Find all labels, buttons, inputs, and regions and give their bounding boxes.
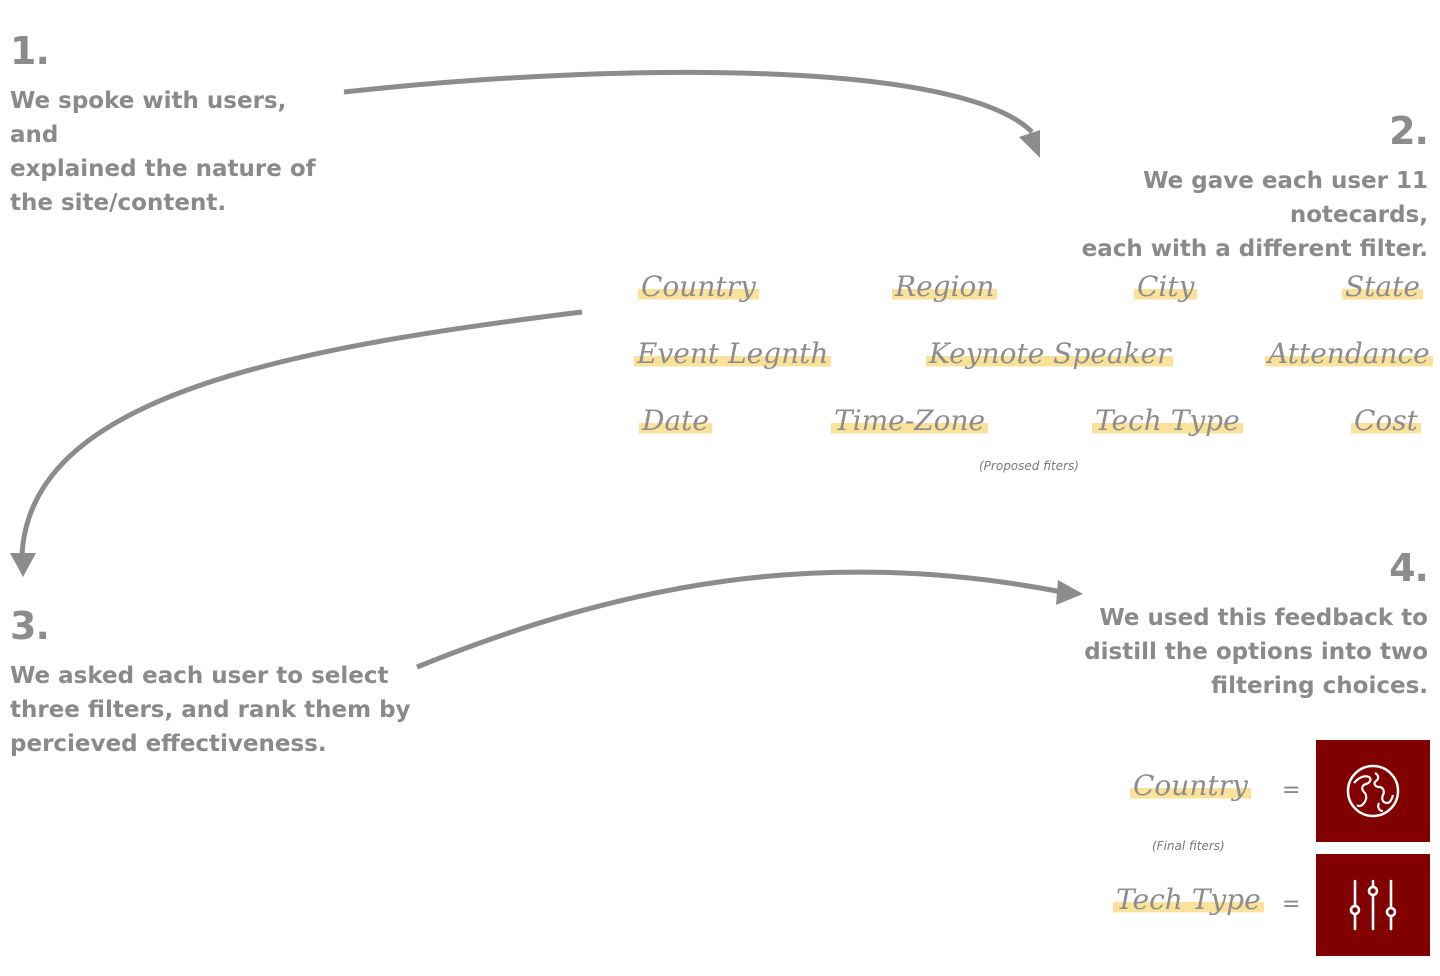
filter-city: City xyxy=(1134,272,1198,302)
filter-tech-type: Tech Type xyxy=(1092,406,1243,436)
filter-cost: Cost xyxy=(1351,406,1421,436)
globe-icon xyxy=(1346,764,1400,818)
equals-sign: = xyxy=(1282,778,1301,803)
arrow-step3-to-step4 xyxy=(416,569,1083,670)
step-3-number: 3. xyxy=(10,604,50,648)
step-1-text: We spoke with users, and explained the n… xyxy=(10,88,316,216)
step-4-text: We used this feedback to distill the opt… xyxy=(1084,605,1428,699)
equals-sign: = xyxy=(1282,892,1301,917)
filter-attendance: Attendance xyxy=(1265,339,1433,369)
step-3-text: We asked each user to select three filte… xyxy=(10,663,411,757)
step-1-number: 1. xyxy=(10,29,50,73)
final-filters-caption: (Final fiters) xyxy=(1152,839,1225,853)
filter-event-length: Event Legnth xyxy=(634,339,832,369)
arrow-step2-to-step3 xyxy=(10,309,583,577)
sliders-icon xyxy=(1349,879,1397,931)
proposed-filters-caption: (Proposed fiters) xyxy=(979,459,1079,473)
step-4-number: 4. xyxy=(1389,546,1429,590)
filter-country: Country xyxy=(638,272,759,302)
filter-state: State xyxy=(1342,272,1423,302)
filter-keynote-speaker: Keynote Speaker xyxy=(926,339,1174,369)
sliders-icon-box xyxy=(1316,854,1430,956)
filter-region: Region xyxy=(892,272,998,302)
step-2-number: 2. xyxy=(1389,109,1429,153)
arrow-step1-to-step2 xyxy=(343,69,1040,158)
step-2-text: We gave each user 11 notecards, each wit… xyxy=(1081,168,1428,262)
globe-icon-box xyxy=(1316,740,1430,842)
final-filter-tech-type: Tech Type xyxy=(1113,885,1264,915)
final-filter-country: Country xyxy=(1130,771,1251,801)
filter-date: Date xyxy=(639,406,712,436)
filter-time-zone: Time-Zone xyxy=(831,406,989,436)
